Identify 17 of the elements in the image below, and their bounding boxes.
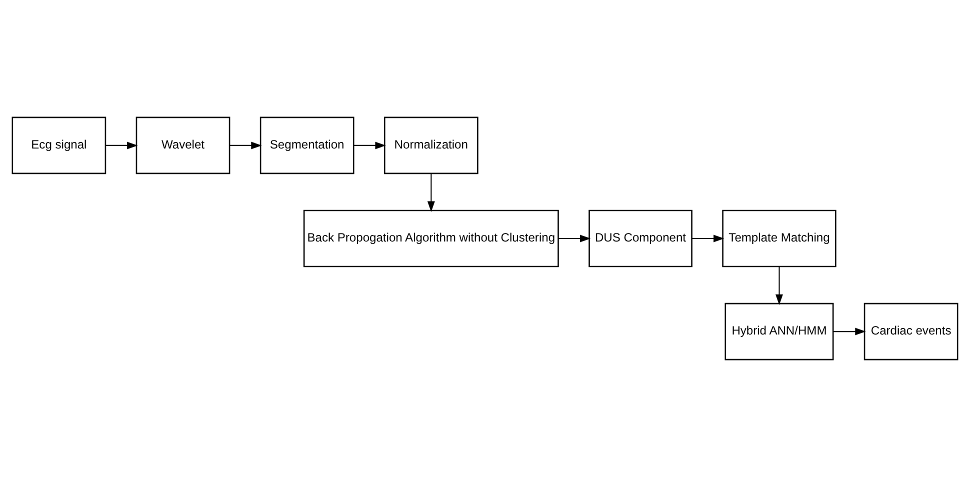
node-box: Cardiac events: [864, 302, 958, 360]
arrow: [833, 328, 866, 336]
arrow: [354, 142, 386, 150]
node-box: Back Propogation Algorithm without Clustering: [303, 210, 559, 268]
node-box: Normalization: [384, 116, 478, 174]
arrow: [230, 142, 262, 150]
node-box: DUS Component: [588, 210, 692, 268]
node-box: Template Matching: [722, 210, 836, 268]
node-box: Wavelet: [136, 116, 230, 174]
arrow: [106, 142, 138, 150]
arrow: [427, 173, 435, 212]
arrow: [692, 234, 724, 242]
node-box: Segmentation: [260, 116, 354, 174]
arrow: [776, 266, 783, 306]
node-box: Ecg signal: [12, 116, 106, 174]
node-box: Hybrid ANN/HMM: [724, 302, 834, 360]
arrow: [558, 234, 591, 242]
